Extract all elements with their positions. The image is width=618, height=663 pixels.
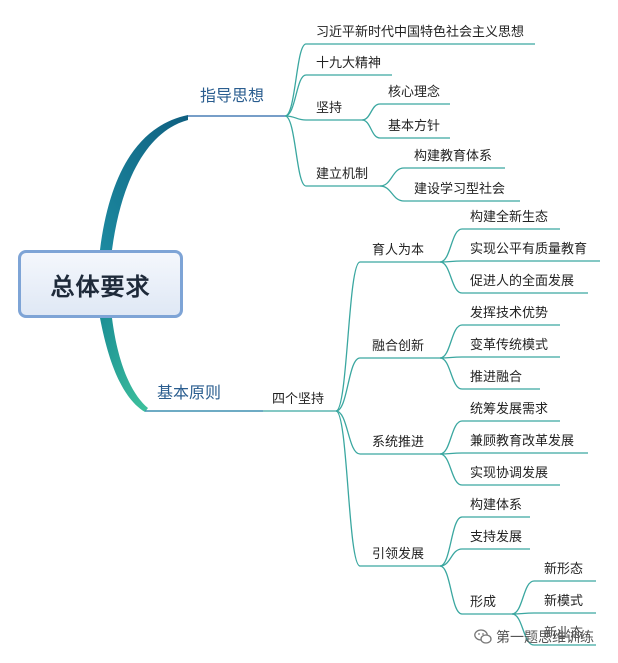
node-group-child[interactable]: 促进人的全面发展 bbox=[470, 274, 575, 289]
node-mechanism-child[interactable]: 构建教育体系 bbox=[414, 149, 493, 164]
watermark: 第一题思维训练 bbox=[474, 627, 594, 647]
node-group-child[interactable]: 实现公平有质量教育 bbox=[470, 242, 588, 257]
node-group-child[interactable]: 实现协调发展 bbox=[470, 466, 549, 481]
branch-guide-label[interactable]: 指导思想 bbox=[200, 86, 265, 105]
wechat-icon bbox=[474, 629, 492, 644]
node-form[interactable]: 形成 bbox=[470, 595, 497, 610]
node-adhere-child[interactable]: 核心理念 bbox=[388, 85, 441, 100]
node-form-child[interactable]: 新业态 bbox=[544, 626, 584, 641]
root-label: 总体要求 bbox=[50, 272, 151, 301]
branch-principle-curve bbox=[100, 318, 148, 412]
node-spirit[interactable]: 十九大精神 bbox=[316, 56, 382, 71]
branch-guide-curve bbox=[100, 115, 188, 250]
node-group-child[interactable]: 统筹发展需求 bbox=[470, 402, 549, 417]
node-form-child[interactable]: 新形态 bbox=[544, 562, 584, 577]
node-group-label[interactable]: 系统推进 bbox=[372, 435, 425, 450]
node-group-child[interactable]: 支持发展 bbox=[470, 530, 523, 545]
node-group-child[interactable]: 推进融合 bbox=[470, 370, 523, 385]
node-group-child[interactable]: 构建体系 bbox=[470, 498, 523, 513]
watermark-text: 第一题思维训练 bbox=[496, 630, 594, 646]
node-four-adhere[interactable]: 四个坚持 bbox=[272, 392, 325, 407]
node-group-label[interactable]: 育人为本 bbox=[372, 243, 425, 258]
node-adhere-child[interactable]: 基本方针 bbox=[388, 119, 441, 134]
node-group-child[interactable]: 兼顾教育改革发展 bbox=[470, 434, 575, 449]
node-thought[interactable]: 习近平新时代中国特色社会主义思想 bbox=[316, 25, 525, 40]
node-group-child[interactable]: 变革传统模式 bbox=[470, 338, 549, 353]
node-form-child[interactable]: 新模式 bbox=[544, 594, 584, 609]
node-group-child[interactable]: 发挥技术优势 bbox=[470, 306, 549, 321]
branch-principles-label[interactable]: 基本原则 bbox=[157, 383, 222, 402]
node-group-label[interactable]: 引领发展 bbox=[372, 547, 425, 562]
node-adhere[interactable]: 坚持 bbox=[316, 101, 343, 116]
node-group-label[interactable]: 融合创新 bbox=[372, 339, 425, 354]
node-group-child[interactable]: 构建全新生态 bbox=[470, 210, 549, 225]
node-mechanism-child[interactable]: 建设学习型社会 bbox=[414, 182, 506, 197]
node-mechanism[interactable]: 建立机制 bbox=[316, 167, 369, 182]
root-node[interactable]: 总体要求 bbox=[18, 250, 183, 318]
